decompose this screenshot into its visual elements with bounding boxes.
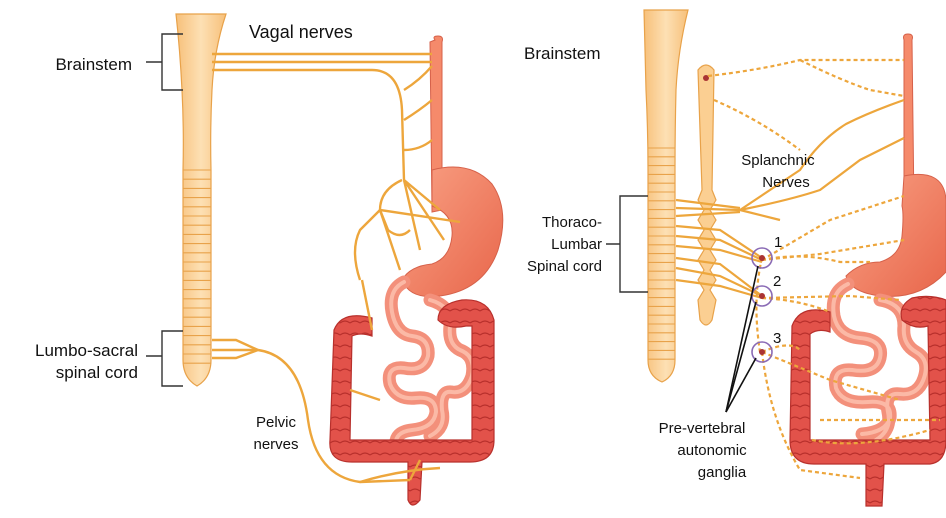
splanchnic-nerves-label-line2: Nerves (736, 172, 836, 193)
ganglion-number-3: 3 (773, 328, 781, 350)
thoraco-lumbar-label-line1: Thoraco- (500, 212, 602, 233)
ganglion-number-1: 1 (774, 232, 782, 254)
thoraco-lumbar-label-line2: Lumbar (500, 234, 602, 255)
right-brainstem-label: Brainstem (524, 43, 601, 65)
left-panel-artwork (146, 14, 503, 505)
left-lumbosacral-bracket (146, 331, 183, 386)
left-brainstem-label: Brainstem (10, 54, 132, 76)
thoraco-lumbar-label-line3: Spinal cord (500, 256, 602, 277)
right-spinal-cord (644, 10, 688, 382)
splanchnic-nerves-label-line1: Splanchnic (728, 150, 828, 171)
left-stomach (402, 167, 503, 297)
pelvic-nerves-label-line1: Pelvic (236, 412, 316, 433)
ganglia-pointer-lines (726, 266, 758, 412)
right-thoracolumbar-bracket (606, 196, 648, 292)
prevertebral-label-line3: ganglia (676, 462, 768, 483)
prevertebral-label-line2: autonomic (656, 440, 768, 461)
pelvic-nerves-label-line2: nerves (236, 434, 316, 455)
ganglion-number-2: 2 (773, 271, 781, 293)
lumbo-sacral-label-line1: Lumbo-sacral (4, 340, 138, 362)
lumbo-sacral-label-line2: spinal cord (4, 362, 138, 384)
vagal-nerves-label: Vagal nerves (249, 21, 353, 43)
right-stomach (846, 174, 946, 296)
prevertebral-label-line1: Pre-vertebral (636, 418, 768, 439)
left-brainstem-bracket (146, 34, 183, 90)
